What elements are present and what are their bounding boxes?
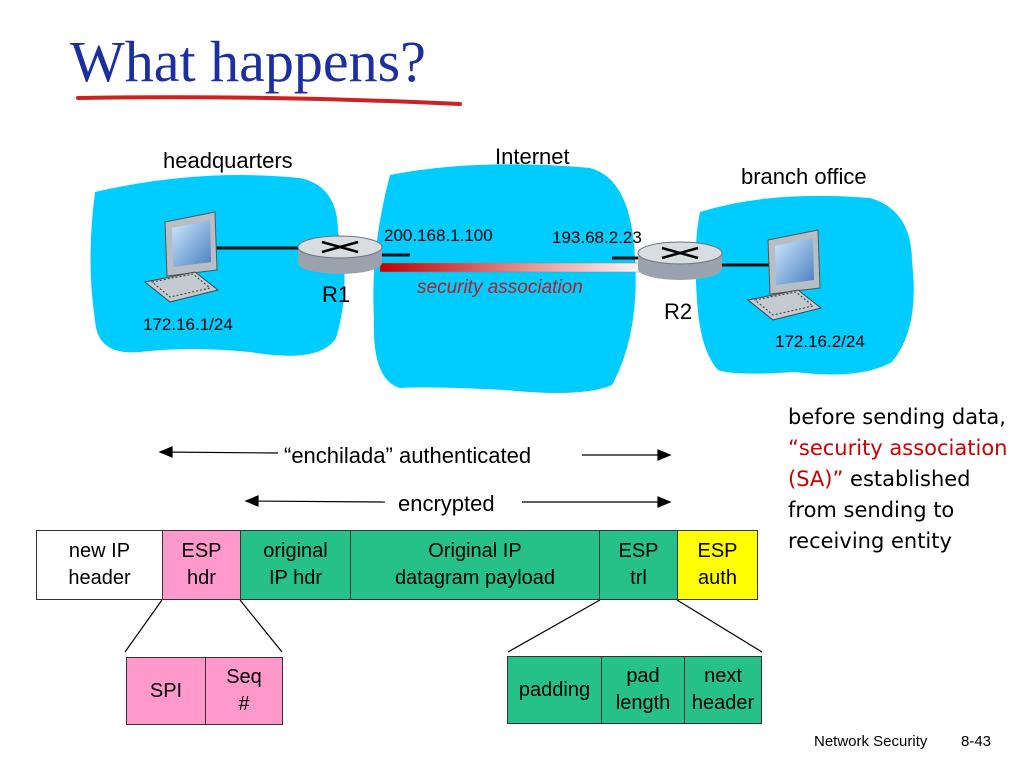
padding-cell: padding xyxy=(507,656,602,724)
hq-computer-icon xyxy=(143,211,220,303)
sa-label: security association xyxy=(417,277,583,298)
hq-cloud xyxy=(90,175,345,356)
footer-page-number: 8-43 xyxy=(961,733,992,750)
sa-note-highlight: “security association (SA)” xyxy=(788,436,1008,491)
new-ip-header-cell: new IP header xyxy=(36,530,163,600)
page-title: What happens? xyxy=(70,29,426,94)
esp-auth-cell: ESP auth xyxy=(677,530,758,600)
hq-subnet-label: 172.16.1/24 xyxy=(143,315,233,334)
hq-label: headquarters xyxy=(163,148,293,173)
original-ip-hdr-cell: original IP hdr xyxy=(240,530,351,600)
authenticated-arrow xyxy=(158,446,672,461)
security-association-bar xyxy=(379,262,651,273)
pad-length-cell: pad length xyxy=(601,656,685,724)
ip-r2-label: 193.68.2.23 xyxy=(552,228,642,247)
sa-note-part2: established from sending to receiving en… xyxy=(788,467,971,553)
spi-cell: SPI xyxy=(126,657,206,725)
internet-label: Internet xyxy=(495,144,570,169)
router-r1-icon xyxy=(297,235,383,274)
internet-cloud xyxy=(373,164,636,394)
r1-label: R1 xyxy=(322,282,351,307)
encrypted-arrow xyxy=(244,495,672,508)
router-r2-icon xyxy=(637,241,723,280)
esp-hdr-cell: ESP hdr xyxy=(162,530,241,600)
ip-r1-label: 200.168.1.100 xyxy=(384,226,493,245)
sa-note: before sending data, “security associati… xyxy=(788,402,1018,557)
seq-cell: Seq # xyxy=(205,657,283,725)
title-underline xyxy=(76,95,462,106)
authenticated-label: “enchilada” authenticated xyxy=(284,443,532,468)
r2-label: R2 xyxy=(664,299,693,324)
branch-label: branch office xyxy=(741,164,867,189)
footer-course: Network Security xyxy=(814,733,928,750)
sa-note-part1: before sending data, xyxy=(788,405,1006,429)
payload-cell: Original IP datagram payload xyxy=(350,530,600,600)
branch-subnet-label: 172.16.2/24 xyxy=(775,332,865,351)
esp-trl-cell: ESP trl xyxy=(599,530,678,600)
branch-computer-icon xyxy=(746,229,823,321)
encrypted-label: encrypted xyxy=(398,491,495,516)
expansion-lines xyxy=(124,599,763,653)
next-header-cell: next header xyxy=(684,656,762,724)
